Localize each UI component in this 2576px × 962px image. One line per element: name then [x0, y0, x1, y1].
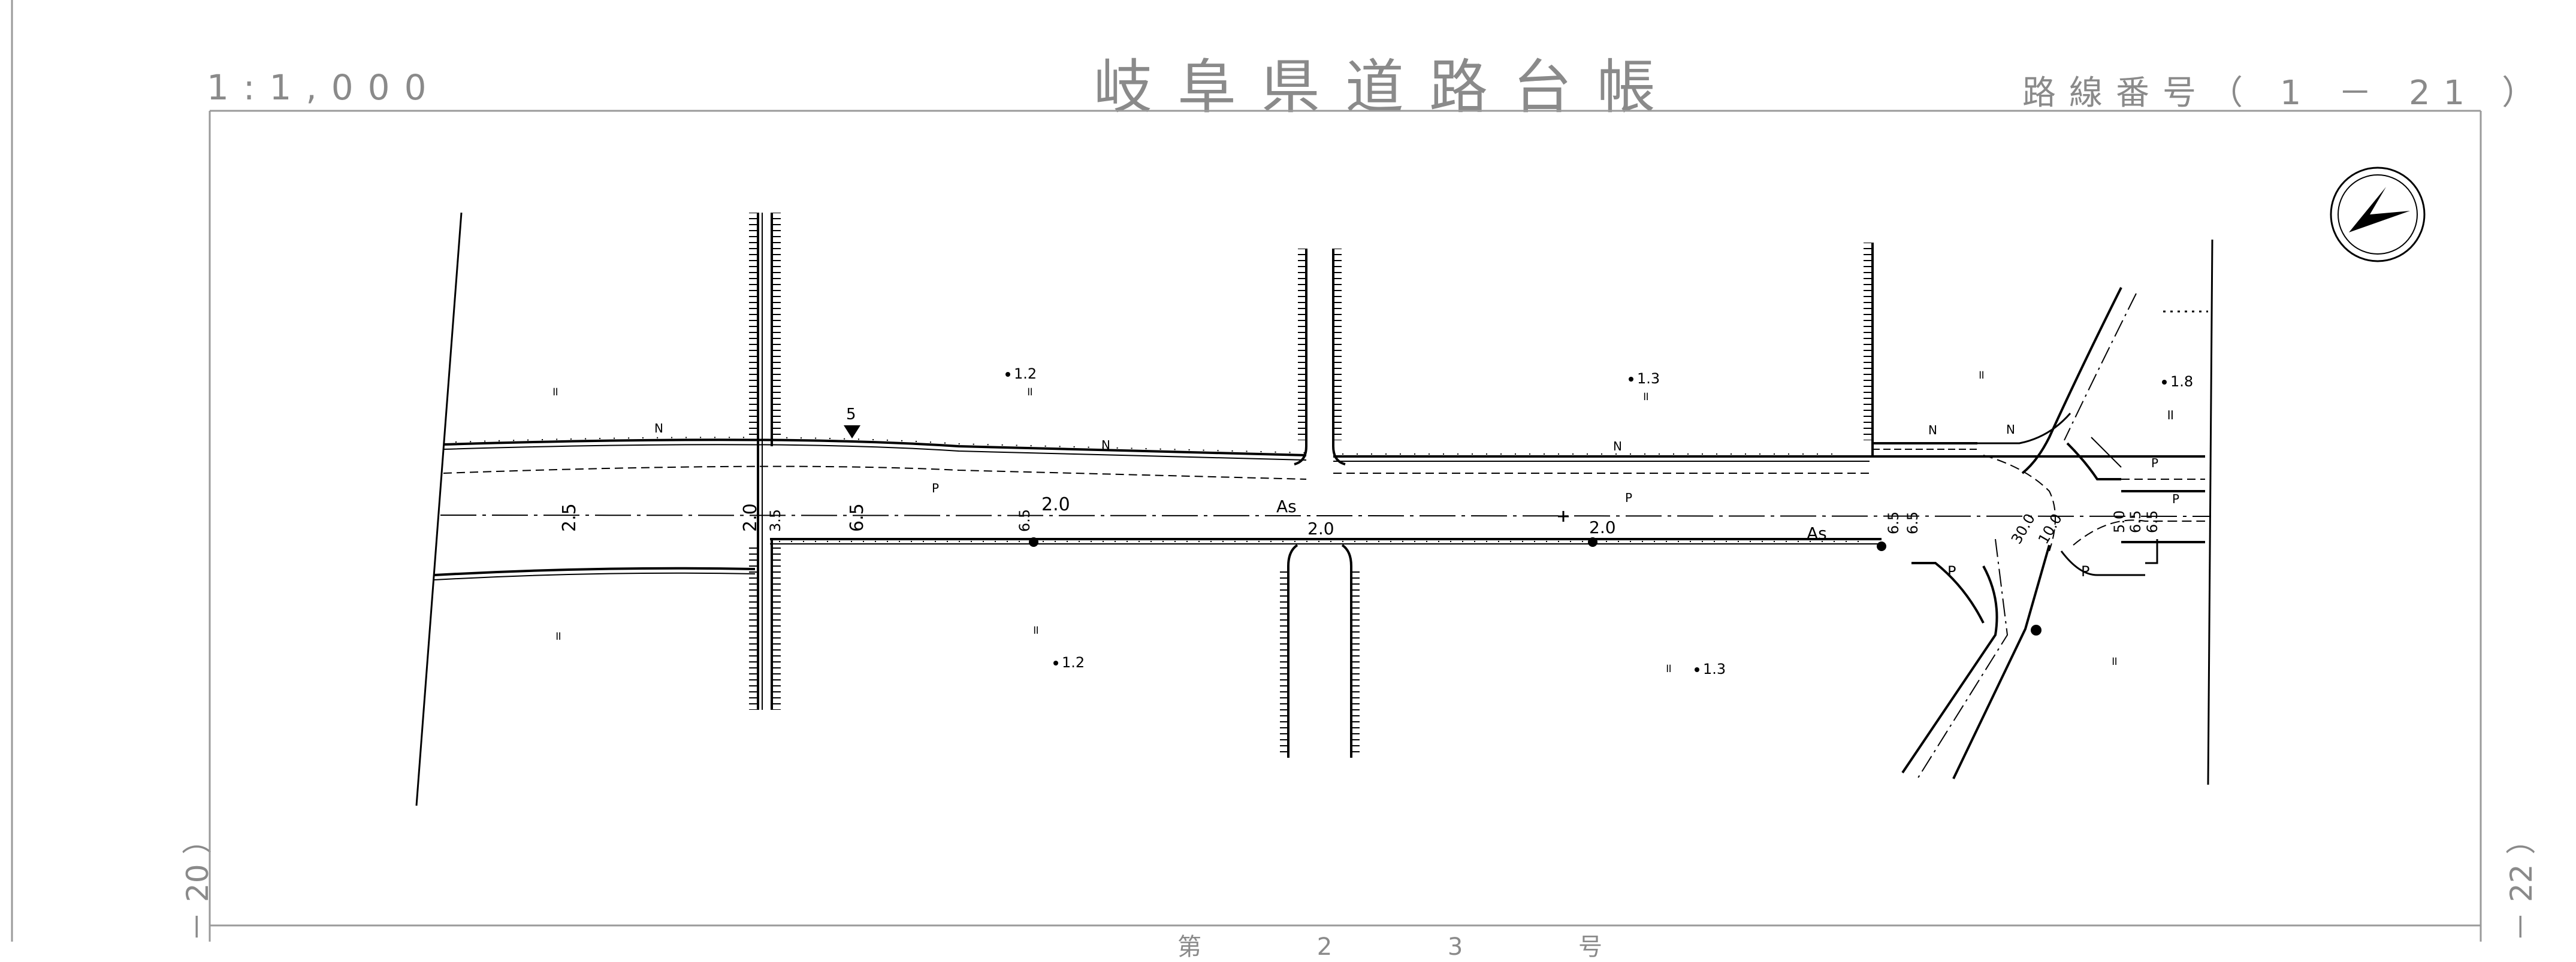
- width-label: 5.0: [2111, 510, 2128, 533]
- side-road-left: [749, 213, 781, 710]
- elevation-points: 1.2 1.3 1.8 1.2 1.3: [1005, 365, 2193, 677]
- center-cross-mark: [1558, 511, 1569, 522]
- sidewalk-label: N: [2006, 422, 2015, 437]
- elevation-label: 1.2: [1014, 365, 1037, 382]
- width-label: 2.0: [740, 503, 761, 532]
- pole-markers: [1029, 537, 2042, 636]
- road-fence-dots: [455, 437, 1870, 542]
- road-plan-drawing: 5 As As N N N N N P P P P P P 1.2 1.3 1.…: [11, 0, 2482, 942]
- sidewalk-labels: N N N N N: [654, 421, 2015, 453]
- elevation-label: 1.8: [2170, 373, 2193, 390]
- parking-label: P: [932, 481, 939, 495]
- parking-label: P: [2081, 563, 2089, 580]
- sheet-frame: [11, 0, 2482, 942]
- surface-label-as-2: As: [1807, 524, 1827, 543]
- right-boundary: [2163, 239, 2213, 785]
- field-mark: ॥: [1642, 389, 1649, 403]
- parking-label: P: [1947, 563, 1956, 580]
- field-mark: ॥: [1032, 622, 1039, 637]
- width-label: 2.5: [559, 503, 580, 532]
- parking-label: P: [1625, 491, 1632, 505]
- width-label: 6.5: [1904, 512, 1921, 534]
- sidewalk-label: N: [1101, 438, 1110, 452]
- field-mark: ॥: [2110, 654, 2118, 668]
- scale-label: 1:1,000: [207, 67, 441, 108]
- elevation-label: 1.2: [1062, 654, 1085, 671]
- width-label: 6.5: [2144, 510, 2161, 533]
- width-label: 6.5: [1016, 509, 1033, 532]
- width-label: 2.0: [1589, 518, 1616, 537]
- width-label: 2.0: [1307, 519, 1334, 539]
- station-marker-label: 5: [846, 406, 856, 423]
- field-mark: ॥: [2166, 406, 2174, 423]
- elevation-label: 1.3: [1703, 661, 1726, 677]
- field-mark: ॥: [1977, 367, 1985, 382]
- surface-label-as-1: As: [1276, 497, 1297, 516]
- parking-labels: P P P P P P: [932, 456, 2179, 580]
- sidewalk-label: N: [1928, 423, 1937, 437]
- field-mark: ॥: [1665, 661, 1672, 675]
- station-marker: 5: [844, 406, 860, 438]
- sidewalk-label: N: [1613, 439, 1622, 453]
- field-marks: ॥ ॥ ॥ ॥ ॥ ॥ ॥ ॥ ॥: [551, 367, 2174, 675]
- field-mark: ॥: [554, 628, 561, 643]
- parking-label: P: [2172, 492, 2179, 506]
- side-road-center: [1280, 249, 1360, 758]
- width-label: 3.5: [767, 509, 784, 532]
- width-label: 6.5: [847, 503, 868, 532]
- sidewalk-label: N: [654, 421, 663, 435]
- width-label: 6.5: [1885, 512, 1902, 534]
- main-road-edges: [434, 438, 2212, 580]
- route-number: 路線番号（ 1 － 21 ）: [2022, 74, 2549, 113]
- width-label: 6.5: [2127, 510, 2144, 533]
- north-arrow-icon: [2330, 167, 2426, 262]
- field-mark: ॥: [551, 384, 558, 398]
- side-road-right-upper: [1864, 243, 1977, 455]
- parking-label: P: [2151, 456, 2158, 470]
- elevation-label: 1.3: [1637, 370, 1660, 387]
- left-boundary: [415, 212, 463, 806]
- field-mark: ॥: [1026, 384, 1033, 398]
- width-label: 2.0: [1041, 494, 1070, 515]
- diagonal-road: [1901, 287, 2205, 779]
